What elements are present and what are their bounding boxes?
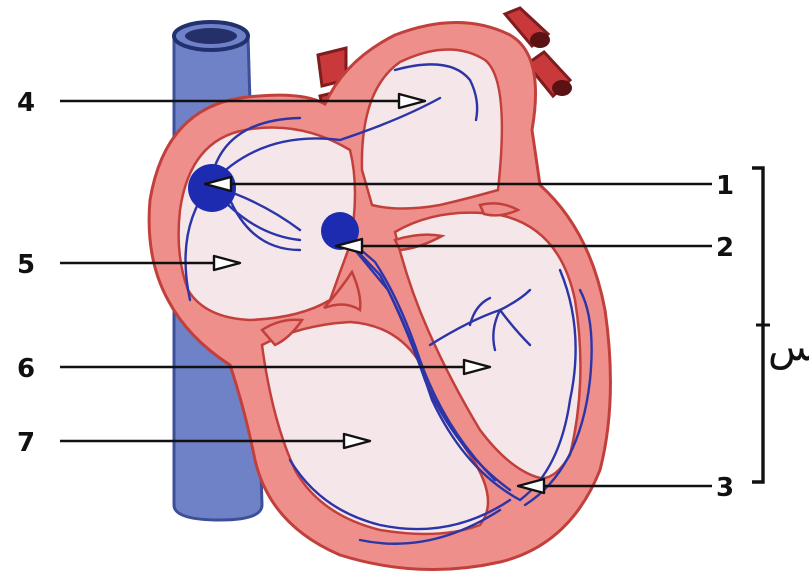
label-1: 1 <box>716 171 734 201</box>
atrioventricular-node <box>321 212 359 250</box>
label-2: 2 <box>716 233 734 263</box>
label-6: 6 <box>17 354 35 384</box>
sinoatrial-node <box>188 164 236 212</box>
bracket-label: س <box>768 324 809 370</box>
label-7: 7 <box>17 428 35 458</box>
label-3: 3 <box>716 473 734 503</box>
label-5: 5 <box>17 250 35 280</box>
label-4: 4 <box>17 88 35 118</box>
